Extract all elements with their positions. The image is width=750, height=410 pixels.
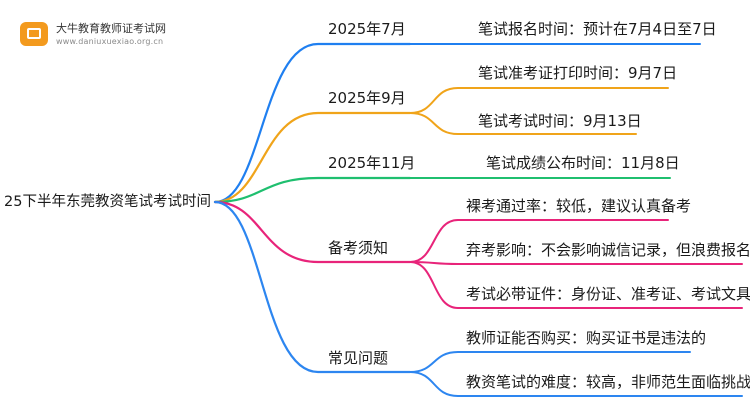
connector-faq xyxy=(213,200,412,374)
connector-jul xyxy=(213,42,412,204)
branch-nov-label: 2025年11月 xyxy=(328,154,416,172)
connector-prep xyxy=(213,200,412,264)
leaf-sep-admit-print: 笔试准考证打印时间：9月7日 xyxy=(478,64,678,82)
branch-prep-label: 备考须知 xyxy=(328,239,389,257)
branch-jul-label: 2025年7月 xyxy=(328,20,406,38)
connector-prep-leaf-2 xyxy=(409,261,743,309)
connector-sep xyxy=(213,111,412,204)
leaf-sep-exam-date: 笔试考试时间：9月13日 xyxy=(478,112,642,130)
logo-site-url: www.daniuxuexiao.org.cn xyxy=(56,37,164,46)
connector-faq-leaf-0 xyxy=(409,351,691,373)
leaf-prep-documents: 考试必带证件：身份证、准考证、考试文具 xyxy=(466,285,750,303)
leaf-jul-register: 笔试报名时间：预计在7月4日至7日 xyxy=(478,20,717,38)
leaf-faq-difficulty: 教资笔试的难度：较高，非师范生面临挑战 xyxy=(466,373,750,391)
connector-prep-leaf-1 xyxy=(409,261,743,265)
connector-sep-leaf-0 xyxy=(409,87,669,114)
leaf-prep-absence: 弃考影响：不会影响诚信记录，但浪费报名费 xyxy=(466,241,750,259)
leaf-faq-buy-cert: 教师证能否购买：购买证书是违法的 xyxy=(466,329,707,347)
connector-prep-leaf-0 xyxy=(409,219,669,263)
leaf-prep-pass-rate: 裸考通过率：较低，建议认真备考 xyxy=(466,197,692,215)
connector-faq-leaf-1 xyxy=(409,371,743,397)
site-logo: 大牛教育教师证考试网 www.daniuxuexiao.org.cn xyxy=(14,20,184,50)
leaf-nov-results: 笔试成绩公布时间：11月8日 xyxy=(486,154,680,172)
branch-sep-label: 2025年9月 xyxy=(328,89,406,107)
connector-sep-leaf-1 xyxy=(409,112,637,135)
branch-faq-label: 常见问题 xyxy=(328,349,389,367)
root-topic: 25下半年东莞教资笔试考试时间 xyxy=(4,194,211,210)
connector-nov xyxy=(213,176,412,204)
book-logo-icon xyxy=(20,22,48,46)
logo-site-name: 大牛教育教师证考试网 xyxy=(56,22,166,35)
